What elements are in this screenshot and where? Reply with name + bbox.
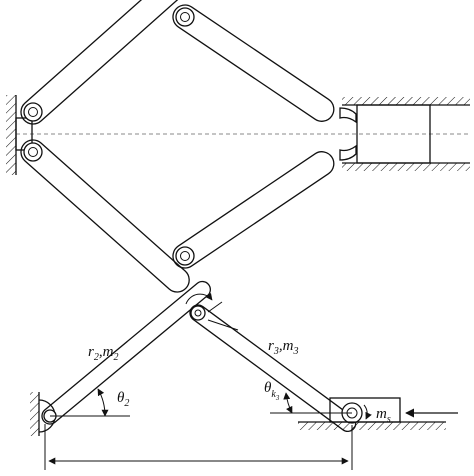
bottom-ground <box>298 421 446 430</box>
link-lower-left <box>20 139 190 293</box>
link-lower-right <box>172 151 335 269</box>
pin-crank <box>190 305 206 321</box>
slider-block <box>356 104 431 164</box>
pin-joint-bottom <box>175 246 195 266</box>
top-pin-joints <box>23 7 195 266</box>
slider-guide-lower <box>342 162 470 171</box>
angle-arc-thetak3 <box>283 392 293 414</box>
slider-guide-upper <box>342 97 470 106</box>
bottom-model: r2,m2 r3,m3 θ2 θk3 ms <box>30 280 458 470</box>
link-upper-right <box>172 4 335 122</box>
slider-jaws <box>339 107 357 161</box>
top-left-wall <box>6 95 17 175</box>
label-link2: r2,m2 <box>88 344 118 363</box>
label-theta2: θ2 <box>117 390 129 409</box>
label-thetak3: θk3 <box>264 380 280 402</box>
rotation-arrow-crank <box>185 292 213 305</box>
pin-joint-upper-wall <box>23 102 43 122</box>
pin-joint-top <box>175 7 195 27</box>
rotation-arrow-slider <box>363 404 372 420</box>
dimension-line <box>44 424 353 470</box>
top-mechanism <box>6 0 470 293</box>
link-2 <box>41 280 211 425</box>
link-upper-left <box>20 0 190 125</box>
pin-joint-lower-wall <box>23 142 43 162</box>
label-mass: ms <box>376 406 391 425</box>
angle-arc-theta2 <box>97 388 109 417</box>
label-link3: r3,m3 <box>268 338 298 357</box>
